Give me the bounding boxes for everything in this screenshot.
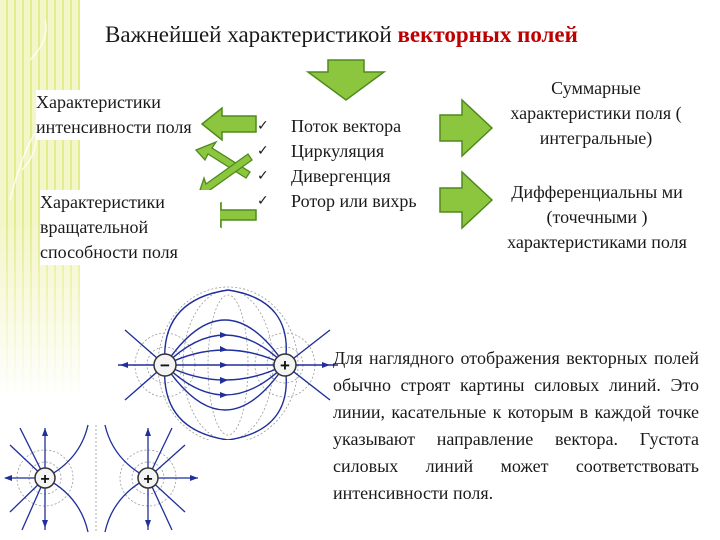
right-arrow-bottom-icon <box>439 170 494 230</box>
positive-charge-sign: + <box>280 356 290 375</box>
negative-charge-sign: − <box>160 356 170 375</box>
down-arrow-icon <box>305 59 387 101</box>
title-accent: векторных полей <box>397 22 578 47</box>
checklist-item-label: Ротор или вихрь <box>291 191 417 211</box>
differential-characteristics-box: Дифференциальны ми (точечными ) характер… <box>507 182 687 252</box>
positive-charge-left-sign: + <box>40 471 49 488</box>
negative-charge-icon <box>153 353 177 377</box>
dipole-field-figure: − + <box>118 286 338 440</box>
checkmark-icon: ✓ <box>257 143 269 159</box>
rotation-characteristics-box: Характеристики вращательной способности … <box>40 190 220 265</box>
intensity-characteristics-box: Характеристики интенсивности поля <box>36 90 201 140</box>
checkmark-icon: ✓ <box>257 118 269 134</box>
checklist-item: ✓ Циркуляция <box>257 139 417 164</box>
slide-title: Важнейшей характеристикой векторных поле… <box>105 22 578 48</box>
integral-characteristics-box: Суммарные характеристики поля ( интеграл… <box>510 78 682 148</box>
left-arrow-top-icon <box>200 106 257 142</box>
checklist-item-label: Поток вектора <box>291 116 402 136</box>
right-arrow-top-icon <box>439 98 494 158</box>
positive-charge-right-sign: + <box>143 471 152 488</box>
field-lines-description: Для наглядного отображения векторных пол… <box>333 348 699 503</box>
checkmark-icon: ✓ <box>257 168 269 184</box>
checklist-item-label: Циркуляция <box>291 141 385 161</box>
like-charges-field-figure: + + <box>4 424 198 533</box>
checklist-item-label: Дивергенция <box>291 166 391 186</box>
checklist-item: ✓ Дивергенция <box>257 164 417 189</box>
checklist-item: ✓ Поток вектора <box>257 114 417 139</box>
positive-charge-left-icon <box>34 467 56 489</box>
checkmark-icon: ✓ <box>257 193 269 209</box>
title-part1: Важнейшей характеристикой <box>105 22 398 47</box>
positive-charge-right-icon <box>137 467 159 489</box>
checklist-item: ✓ Ротор или вихрь <box>257 189 417 214</box>
positive-charge-icon <box>273 353 297 377</box>
characteristics-checklist: ✓Поток вектора ✓Циркуляция ✓Дивергенция … <box>257 114 417 214</box>
